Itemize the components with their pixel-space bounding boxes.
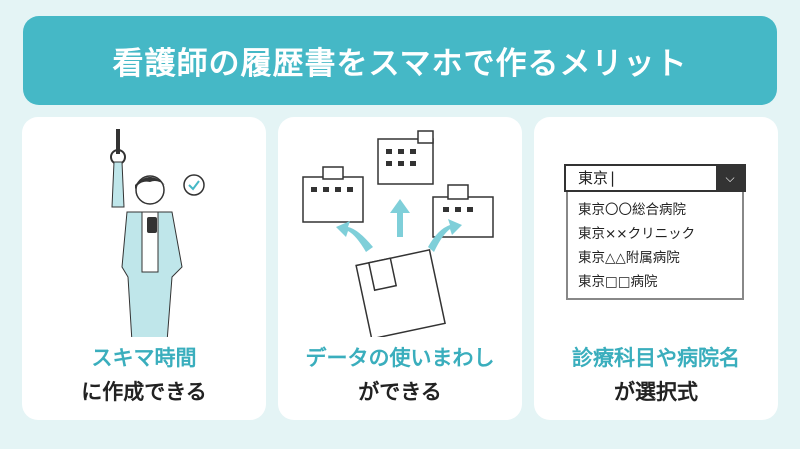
resume-hospitals-illustration <box>302 130 494 337</box>
dropdown-option[interactable]: 東京□□病院 <box>578 274 658 290</box>
card-subtitle: に作成できる <box>81 380 207 404</box>
person-with-phone-illustration <box>110 129 205 337</box>
card-spare-time: スキマ時間に作成できる <box>22 117 266 420</box>
card-title: 診療科目や病院名 <box>572 346 740 370</box>
card-subtitle: ができる <box>358 380 442 404</box>
check-icon <box>183 174 205 196</box>
chevron-down-icon[interactable]: ⌵ <box>716 166 744 190</box>
dropdown-options: 東京〇〇総合病院 東京××クリニック 東京△△附属病院 東京□□病院 <box>566 192 744 300</box>
card-title: スキマ時間 <box>91 346 197 370</box>
card-selectable: 東京 ⌵ 東京〇〇総合病院 東京××クリニック 東京△△附属病院 東京□□病院 … <box>534 117 778 420</box>
card-title: データの使いまわし <box>305 346 495 370</box>
card-data-reuse: データの使いまわしができる <box>278 117 522 420</box>
dropdown-input[interactable]: 東京 <box>566 166 716 190</box>
dropdown-option[interactable]: 東京××クリニック <box>578 226 696 242</box>
page-title: 看護師の履歴書をスマホで作るメリット <box>23 16 777 105</box>
card-subtitle: が選択式 <box>614 380 698 404</box>
title-text: 看護師の履歴書をスマホで作るメリット <box>112 46 688 82</box>
dropdown-option[interactable]: 東京△△附属病院 <box>578 250 680 266</box>
dropdown-option[interactable]: 東京〇〇総合病院 <box>578 202 686 218</box>
hospital-dropdown[interactable]: 東京 ⌵ 東京〇〇総合病院 東京××クリニック 東京△△附属病院 東京□□病院 <box>564 164 746 300</box>
